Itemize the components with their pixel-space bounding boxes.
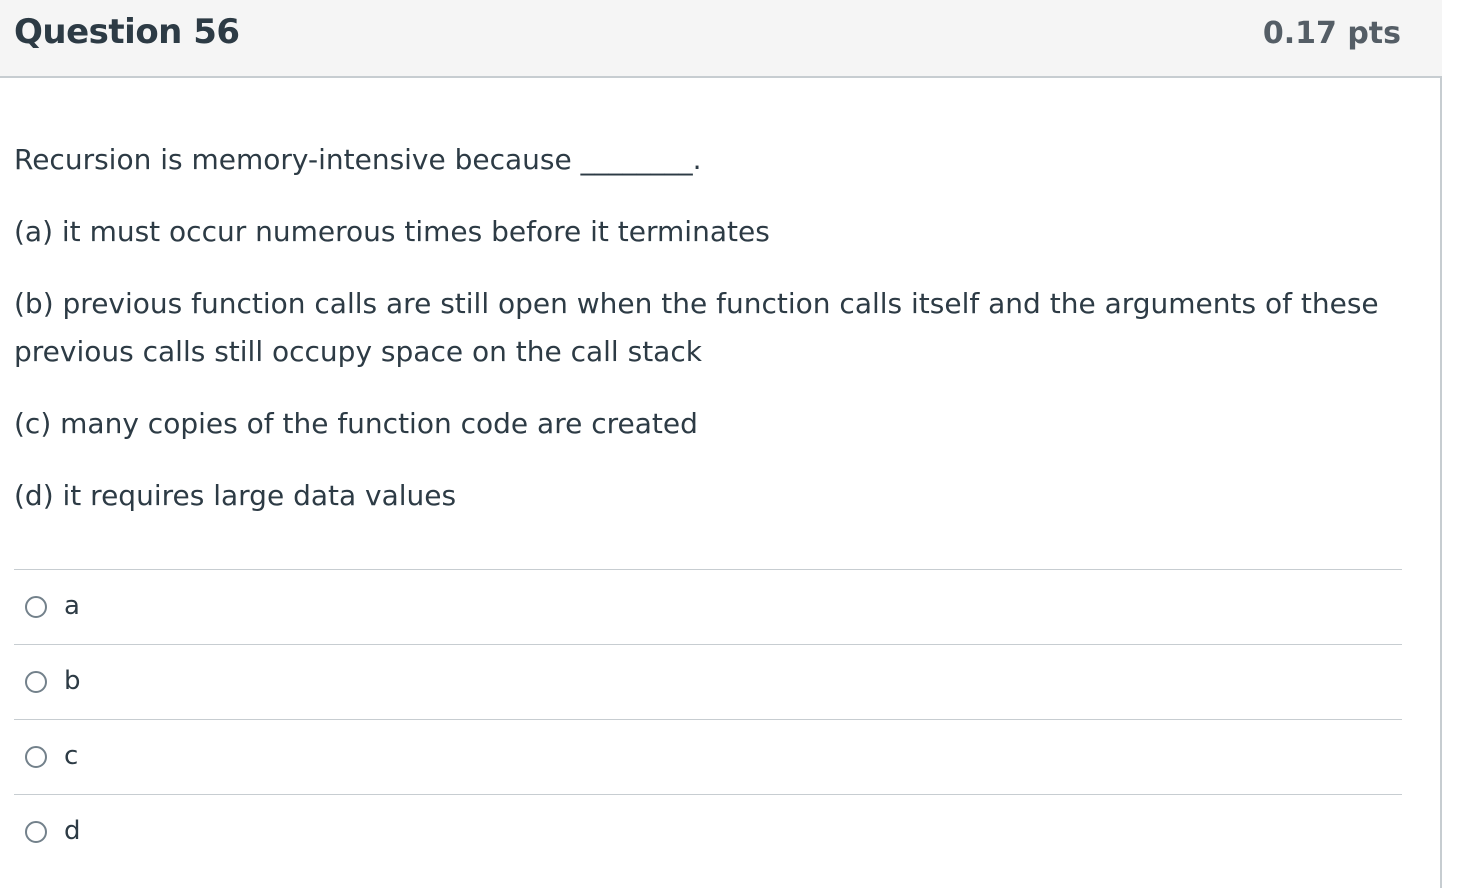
radio-button-d[interactable] [25, 821, 47, 843]
answer-option-a[interactable]: a [14, 569, 1402, 644]
radio-button-c[interactable] [25, 746, 47, 768]
answer-label-a: a [64, 591, 80, 621]
radio-button-a[interactable] [25, 596, 47, 618]
question-points: 0.17 pts [1262, 16, 1401, 51]
option-description-b: (b) previous function calls are still op… [14, 287, 1379, 368]
answer-option-b[interactable]: b [14, 644, 1402, 719]
answer-option-d[interactable]: d [14, 794, 1402, 869]
answer-label-b: b [64, 666, 81, 696]
answer-list: a b c d [14, 569, 1402, 869]
option-description-c: (c) many copies of the function code are… [14, 407, 698, 440]
answer-label-d: d [64, 816, 81, 846]
question-text: Recursion is memory-intensive because __… [14, 136, 1404, 544]
radio-button-b[interactable] [25, 671, 47, 693]
answer-label-c: c [64, 741, 79, 771]
option-description-d: (d) it requires large data values [14, 479, 457, 512]
answer-option-c[interactable]: c [14, 719, 1402, 794]
question-header: Question 56 0.17 pts [0, 0, 1442, 78]
option-description-a: (a) it must occur numerous times before … [14, 215, 770, 248]
question-prompt: Recursion is memory-intensive because __… [14, 143, 702, 176]
question-title: Question 56 [14, 12, 240, 52]
